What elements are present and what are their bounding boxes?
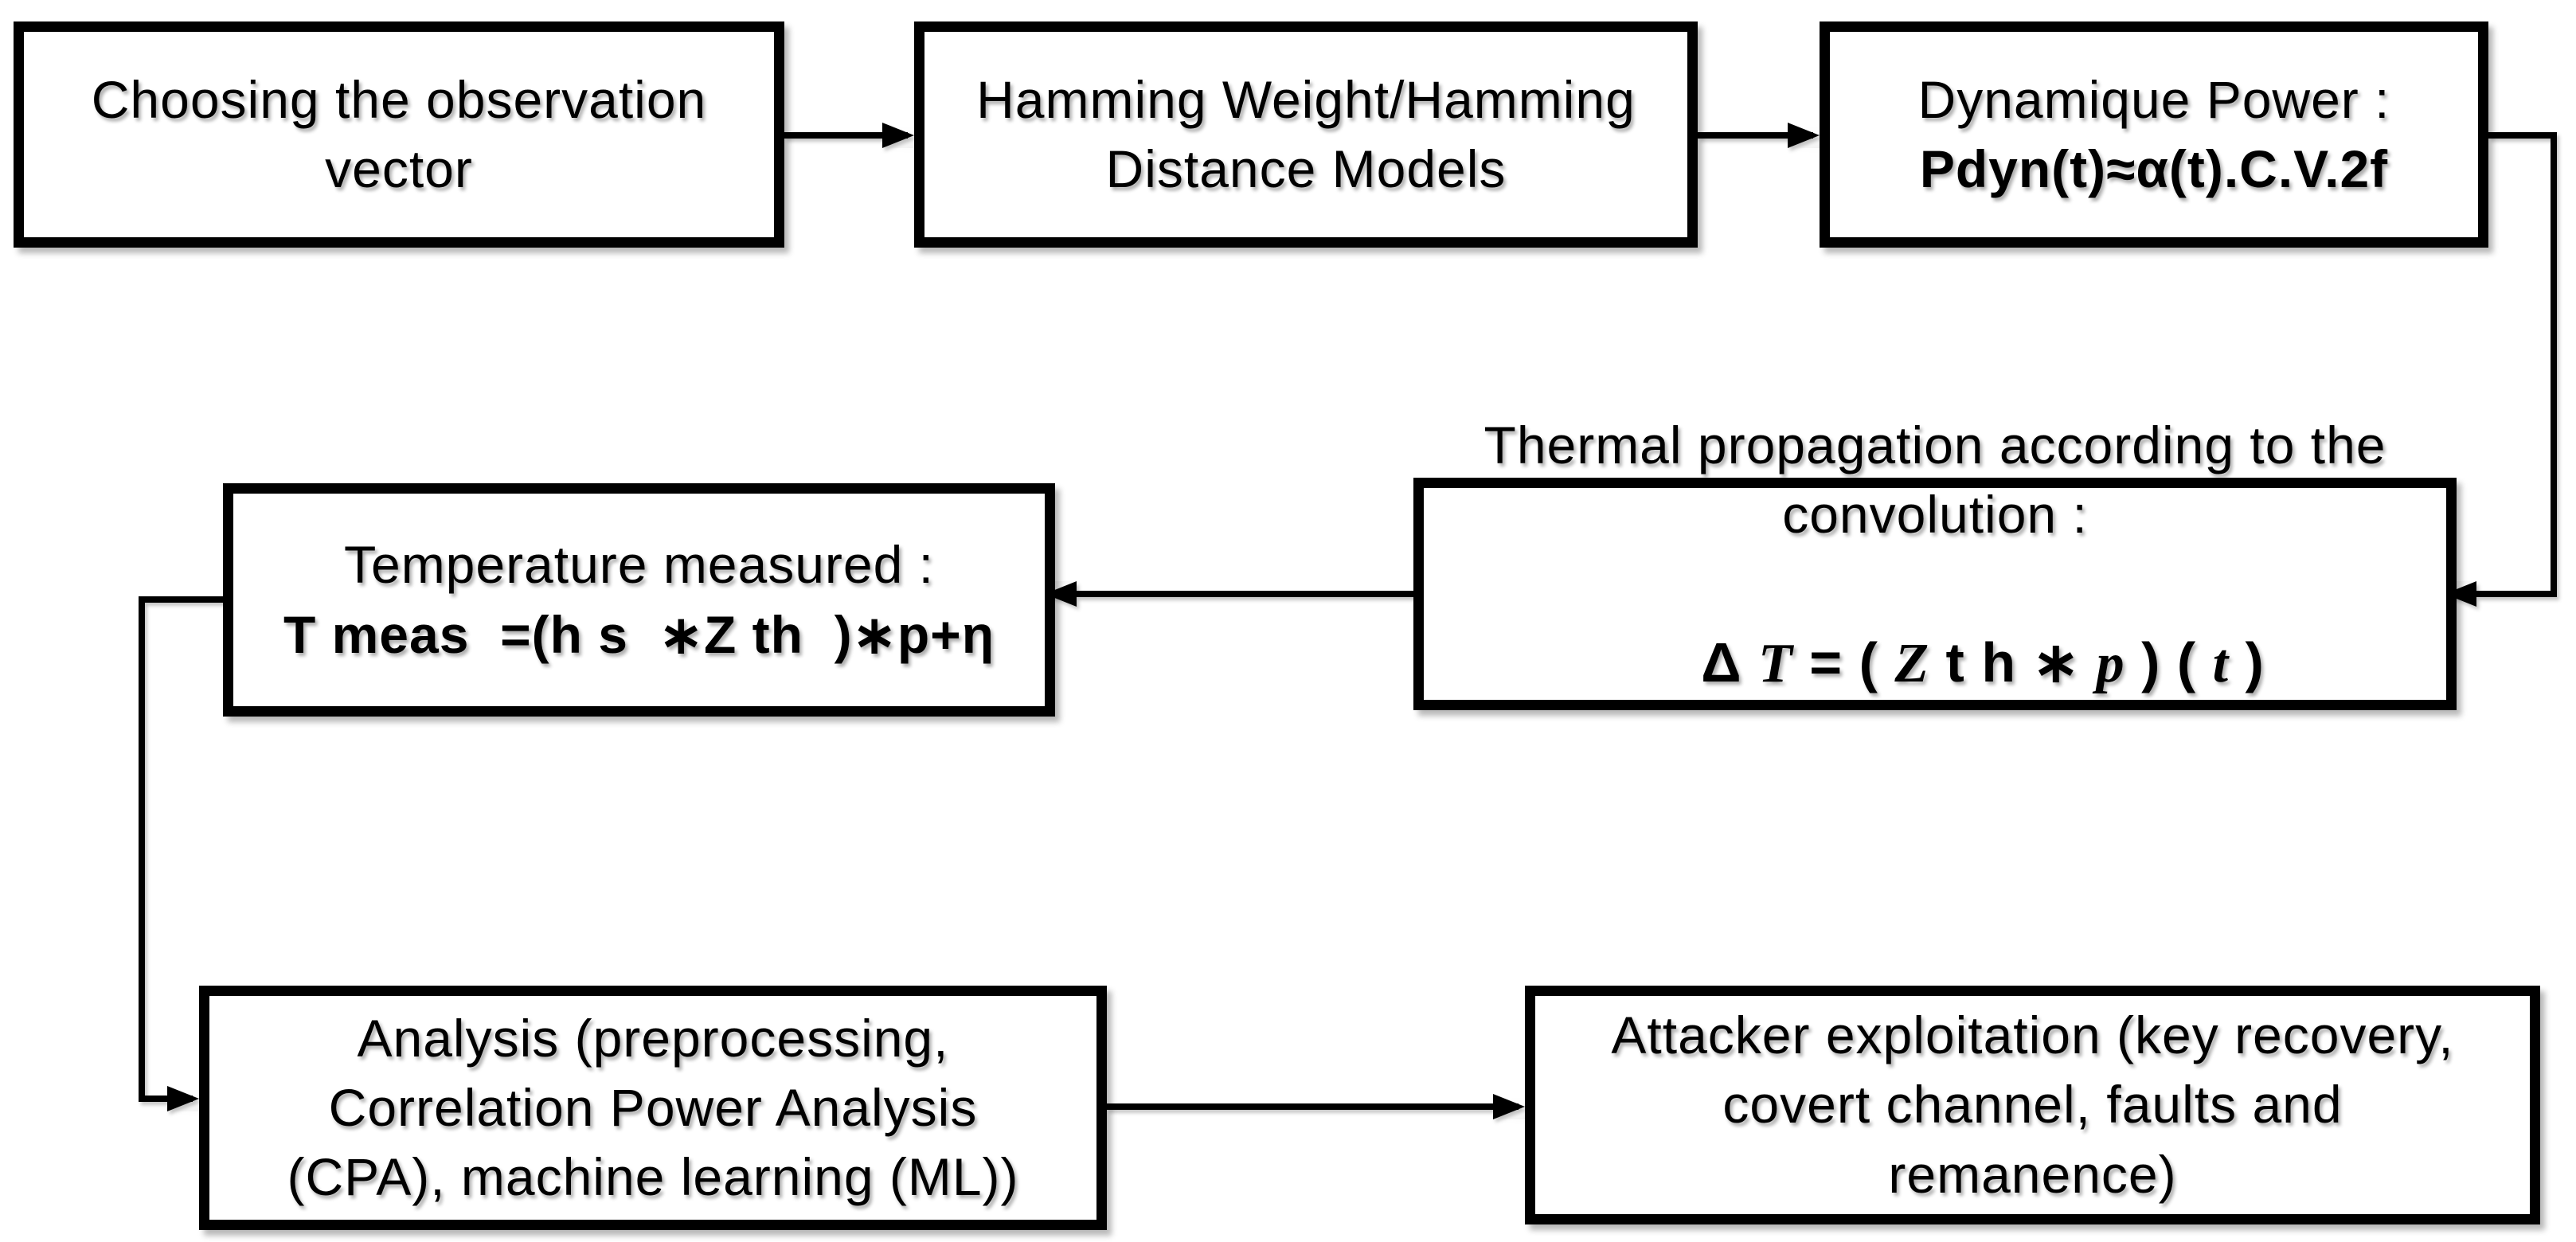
box-analysis: Analysis (preprocessing, Correlation Pow… [199, 986, 1107, 1230]
formula-variable: p [2096, 632, 2125, 694]
box-text-line: Distance Models [1105, 139, 1507, 198]
box-hamming-models: Hamming Weight/Hamming Distance Models [914, 21, 1698, 248]
box-attacker-exploitation: Attacker exploitation (key recovery, cov… [1525, 986, 2540, 1224]
formula-variable: t [2212, 632, 2230, 694]
box-text-line: vector [325, 139, 473, 198]
box-text-line: covert channel, faults and [1722, 1075, 2343, 1135]
box-choosing-observation-vector: Choosing the observation vector [14, 21, 784, 248]
box-thermal-propagation: Thermal propagation according to the con… [1413, 416, 2457, 710]
box-temperature-measured: Temperature measured : T meas =(h s ∗Z t… [223, 483, 1055, 717]
box-text-line: Analysis (preprocessing, [357, 1008, 949, 1068]
box-text-line: Attacker exploitation (key recovery, [1611, 1006, 2454, 1065]
box-text-line: Hamming Weight/Hamming [976, 69, 1636, 129]
box-title: Dynamique Power : [1917, 69, 2390, 129]
formula-part: ∗ [2032, 631, 2097, 693]
thermal-propagation-formula: Δ T = ( Z t h ∗ p ) ( t ) [1605, 549, 2265, 777]
formula-part: ) ( [2125, 631, 2213, 693]
box-title-line: convolution : [1782, 485, 2088, 545]
temperature-measured-formula: T meas =(h s ∗Z th )∗p+η [283, 604, 995, 664]
formula-variable: Z [1894, 632, 1930, 694]
formula-part: ) [2229, 631, 2265, 693]
formula-part: = ( [1792, 631, 1895, 693]
dynamic-power-formula: Pdyn(t)≈α(t).C.V.2f [1919, 139, 2389, 198]
box-text-line: Correlation Power Analysis [328, 1077, 978, 1137]
formula-part: t h [1929, 631, 2033, 693]
formula-part: Δ [1701, 631, 1759, 693]
box-title: Temperature measured : [343, 535, 934, 595]
box-text-line: (CPA), machine learning (ML)) [287, 1147, 1019, 1207]
formula-variable: T [1758, 632, 1793, 694]
box-text-line: remanence) [1888, 1144, 2177, 1204]
box-dynamic-power: Dynamique Power : Pdyn(t)≈α(t).C.V.2f [1820, 21, 2488, 248]
box-title-line: Thermal propagation according to the [1483, 416, 2386, 475]
box-text-line: Choosing the observation [91, 69, 707, 129]
